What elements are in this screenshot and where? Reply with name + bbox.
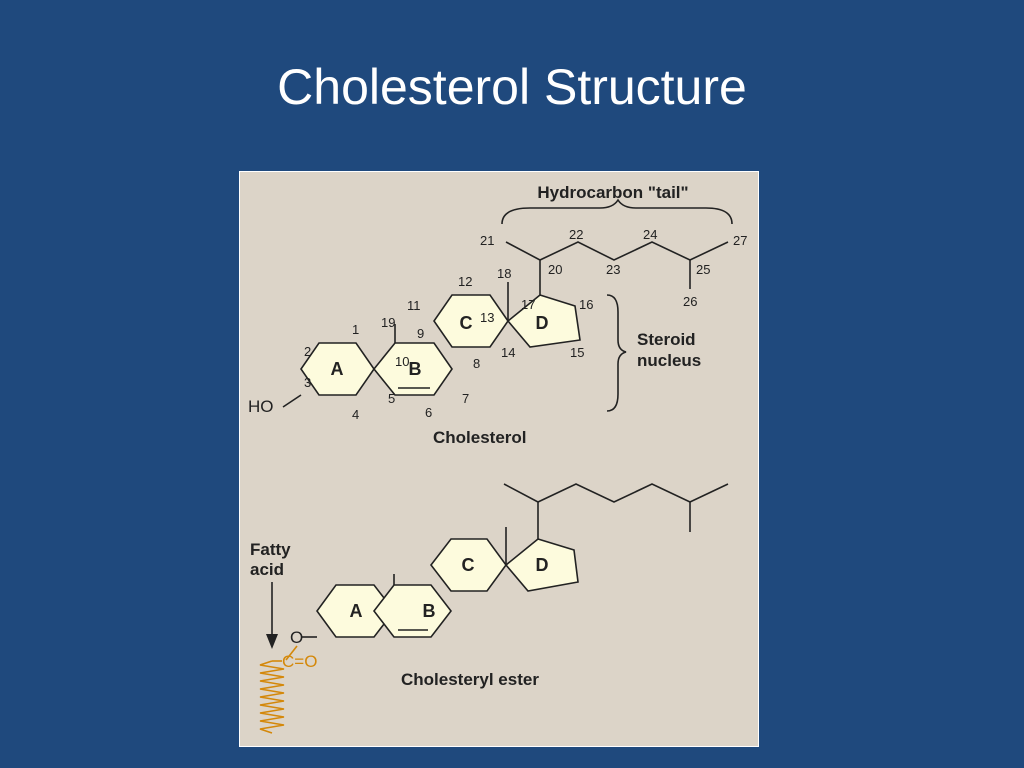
carbon-number: 19 xyxy=(381,315,395,330)
slide-title: Cholesterol Structure xyxy=(277,59,747,115)
nucleus-brace xyxy=(606,294,627,412)
ester-ring-label-a: A xyxy=(350,601,363,621)
hydroxyl-bond xyxy=(282,394,302,408)
figure-panel: A B C D 1 2 3 4 5 6 7 8 9 10 11 12 13 14… xyxy=(239,171,759,747)
ester-ring-a xyxy=(316,584,396,638)
carbon-number: 16 xyxy=(579,297,593,312)
ester-ring-b xyxy=(372,584,453,638)
ring-label-a: A xyxy=(331,359,344,379)
tail-brace xyxy=(501,198,733,225)
tail-label: Hydrocarbon "tail" xyxy=(537,183,688,202)
carbon-number: 14 xyxy=(501,345,515,360)
ring-label-c: C xyxy=(460,313,473,333)
ester-caption: Cholesteryl ester xyxy=(401,670,539,689)
ester-linkage-bond xyxy=(285,645,298,661)
ester-ring-label-d: D xyxy=(536,555,549,575)
ring-c xyxy=(433,294,509,348)
cholesterol-structure: A B C D 1 2 3 4 5 6 7 8 9 10 11 12 13 14… xyxy=(248,183,747,447)
ester-side-chain-tail xyxy=(537,483,729,503)
ring-d xyxy=(506,294,581,348)
fatty-acid-label-line1: Fatty xyxy=(250,540,291,559)
carbon-number: 1 xyxy=(352,322,359,337)
carbon-number: 22 xyxy=(569,227,583,242)
carbon-number: 5 xyxy=(388,391,395,406)
carbon-number: 6 xyxy=(425,405,432,420)
carbon-number: 23 xyxy=(606,262,620,277)
carbon-number: 11 xyxy=(407,298,421,313)
carbon-number: 4 xyxy=(352,407,359,422)
carbon-number: 9 xyxy=(417,326,424,341)
carbon-number: 25 xyxy=(696,262,710,277)
carbon-number: 27 xyxy=(733,233,747,248)
ring-label-d: D xyxy=(536,313,549,333)
carbon-number: 8 xyxy=(473,356,480,371)
carbon-number: 24 xyxy=(643,227,657,242)
cholesteryl-ester-structure: A B C D Fatty acid O C=O Cholesteryl est… xyxy=(250,483,729,734)
carbon-number: 12 xyxy=(458,274,472,289)
ester-ring-c xyxy=(429,538,507,592)
carbon-number: 2 xyxy=(304,344,311,359)
fatty-acid-chain-icon xyxy=(259,660,285,734)
side-chain-tail xyxy=(539,241,729,261)
hydroxyl-label: HO xyxy=(248,397,274,416)
structure-diagram: A B C D 1 2 3 4 5 6 7 8 9 10 11 12 13 14… xyxy=(248,183,747,734)
fatty-acid-label-line2: acid xyxy=(250,560,284,579)
cholesterol-caption: Cholesterol xyxy=(433,428,527,447)
ring-a xyxy=(300,342,375,396)
carbon-number: 20 xyxy=(548,262,562,277)
ester-ring-label-c: C xyxy=(462,555,475,575)
arrow-head-icon xyxy=(266,634,278,649)
ester-oxygen: O xyxy=(290,628,303,647)
nucleus-label-line1: Steroid xyxy=(637,330,696,349)
carbon-number: 26 xyxy=(683,294,697,309)
ester-side-chain xyxy=(503,483,539,539)
nucleus-label-line2: nucleus xyxy=(637,351,701,370)
carbon-number: 3 xyxy=(304,375,311,390)
carbon-number: 17 xyxy=(521,297,535,312)
carbonyl-label: C=O xyxy=(282,652,317,671)
ester-ring-d xyxy=(504,538,579,592)
ring-label-b: B xyxy=(409,359,422,379)
carbon-number: 21 xyxy=(480,233,494,248)
carbon-number: 7 xyxy=(462,391,469,406)
carbon-number: 10 xyxy=(395,354,409,369)
carbon-number: 13 xyxy=(480,310,494,325)
ring-b xyxy=(372,342,453,396)
carbon-number: 18 xyxy=(497,266,511,281)
carbon-number: 15 xyxy=(570,345,584,360)
ester-ring-label-b: B xyxy=(423,601,436,621)
